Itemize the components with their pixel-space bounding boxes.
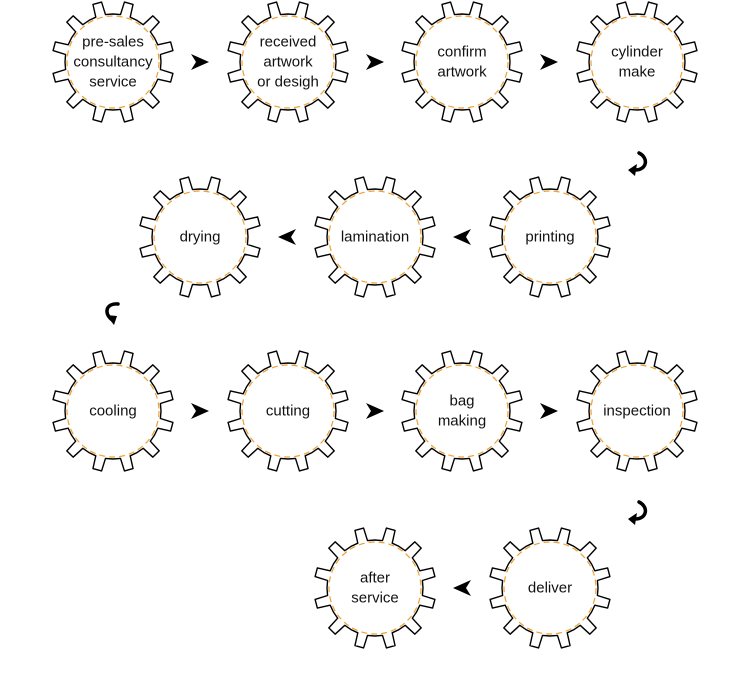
arrow-right-icon	[366, 403, 384, 419]
step-received-artwork: received artwork or desigh	[227, 1, 349, 123]
gear-icon	[139, 176, 261, 298]
inner-dashed-ring	[503, 190, 597, 284]
step-label: cooling	[89, 403, 137, 420]
step-drying: drying	[139, 176, 261, 298]
step-label: artwork	[263, 54, 313, 71]
inner-dashed-ring	[503, 541, 597, 635]
arrow-right-icon	[191, 54, 209, 70]
step-label: making	[438, 413, 486, 430]
step-label: confirm	[437, 44, 486, 61]
arrow-right-icon	[540, 54, 558, 70]
step-cylinder-make: cylinder make	[576, 1, 698, 123]
inner-dashed-ring	[66, 15, 160, 109]
arrow-left-icon	[278, 229, 296, 245]
step-label: printing	[525, 229, 574, 246]
gear-icon	[401, 1, 523, 123]
step-lamination: lamination	[314, 176, 436, 298]
turn-down-left-icon	[628, 500, 648, 525]
inner-dashed-ring	[153, 190, 247, 284]
step-label: bag	[449, 393, 474, 410]
gear-icon	[52, 1, 174, 123]
gear-icon	[227, 350, 349, 472]
step-cooling: cooling	[52, 350, 174, 472]
gear-icon	[314, 176, 436, 298]
arrow-left-icon	[453, 229, 471, 245]
step-label: after	[360, 570, 390, 587]
gear-icon	[401, 350, 523, 472]
step-confirm-artwork: confirm artwork	[401, 1, 523, 123]
step-label: deliver	[528, 580, 572, 597]
inner-dashed-ring	[66, 364, 160, 458]
step-after-service: after service	[314, 527, 436, 649]
step-label: consultancy	[73, 54, 153, 71]
gear-icon	[489, 527, 611, 649]
step-bag-making: bag making	[401, 350, 523, 472]
inner-dashed-ring	[241, 15, 335, 109]
gear-icon	[489, 176, 611, 298]
step-label: artwork	[437, 64, 487, 81]
gears-layer: pre-sales consultancy service received artwo…	[52, 1, 698, 649]
inner-dashed-ring	[328, 541, 422, 635]
arrows-layer	[105, 54, 648, 596]
step-label: pre-sales	[82, 34, 144, 51]
step-label: received	[260, 34, 317, 51]
step-label: service	[89, 74, 137, 91]
step-pre-sales: pre-sales consultancy service	[52, 1, 174, 123]
step-label: inspection	[603, 403, 671, 420]
inner-dashed-ring	[415, 15, 509, 109]
step-label: make	[619, 64, 656, 81]
turn-down-left-icon	[628, 151, 648, 176]
arrow-right-icon	[540, 403, 558, 419]
inner-dashed-ring	[241, 364, 335, 458]
gear-icon	[314, 527, 436, 649]
step-inspection: inspection	[576, 350, 698, 472]
step-label: cylinder	[611, 44, 663, 61]
arrow-right-icon	[191, 403, 209, 419]
step-label: service	[351, 590, 399, 607]
arrow-right-icon	[366, 54, 384, 70]
step-label: drying	[180, 229, 221, 246]
gear-icon	[52, 350, 174, 472]
step-label: lamination	[341, 229, 409, 246]
gear-icon	[227, 1, 349, 123]
turn-down-right-icon	[105, 302, 120, 325]
step-label: or desigh	[257, 74, 319, 91]
inner-dashed-ring	[590, 15, 684, 109]
gear-icon	[576, 1, 698, 123]
step-printing: printing	[489, 176, 611, 298]
arrow-left-icon	[453, 580, 471, 596]
step-deliver: deliver	[489, 527, 611, 649]
inner-dashed-ring	[415, 364, 509, 458]
step-label: cutting	[266, 403, 310, 420]
inner-dashed-ring	[590, 364, 684, 458]
gear-icon	[576, 350, 698, 472]
inner-dashed-ring	[328, 190, 422, 284]
step-cutting: cutting	[227, 350, 349, 472]
